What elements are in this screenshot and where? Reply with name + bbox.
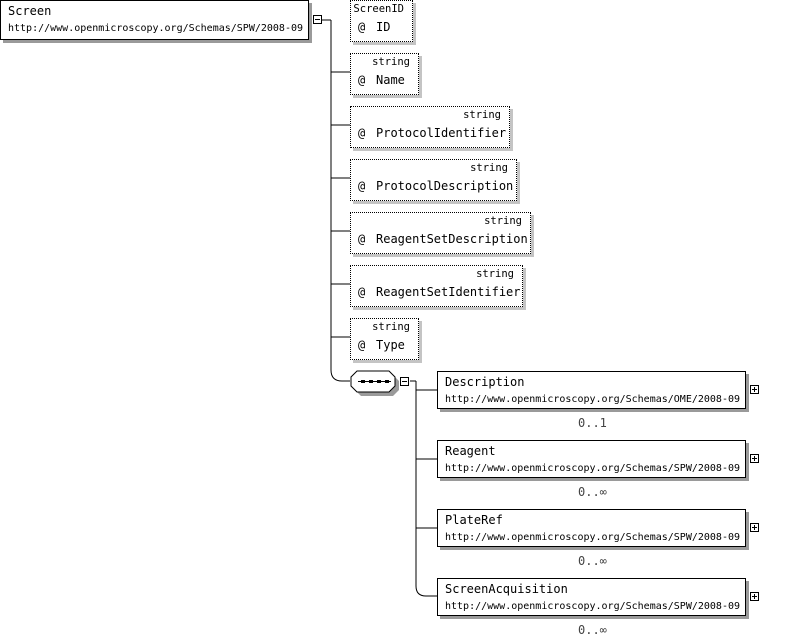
cardinality-label: 0..∞ — [578, 623, 607, 637]
element-name: Description — [445, 375, 525, 389]
child-element-description[interactable]: Description http://www.openmicroscopy.or… — [437, 371, 746, 409]
attribute-name: ProtocolDescription — [376, 179, 514, 193]
element-name: ScreenAcquisition — [445, 582, 568, 596]
expand-icon[interactable] — [750, 592, 759, 601]
child-element-plateref[interactable]: PlateRef http://www.openmicroscopy.org/S… — [437, 509, 746, 547]
expand-icon[interactable] — [750, 523, 759, 532]
element-namespace: http://www.openmicroscopy.org/Schemas/SP… — [445, 601, 741, 612]
cardinality-label: 0..∞ — [578, 554, 607, 568]
attribute-name: ProtocolIdentifier — [376, 126, 507, 140]
attribute-at-icon: @ — [358, 285, 366, 299]
cardinality-label: 0..1 — [578, 416, 607, 430]
attribute-type: string — [372, 56, 410, 68]
element-namespace: http://www.openmicroscopy.org/Schemas/SP… — [445, 463, 741, 474]
attribute-name-field[interactable]: string @ Name — [350, 53, 419, 95]
collapse-icon[interactable] — [313, 15, 322, 24]
attribute-name: ID — [376, 20, 391, 34]
attribute-reagent-set-identifier[interactable]: string @ ReagentSetIdentifier — [350, 265, 523, 307]
expand-icon[interactable] — [750, 454, 759, 463]
attribute-type: string — [484, 215, 522, 227]
attribute-protocol-identifier[interactable]: string @ ProtocolIdentifier — [350, 106, 510, 148]
sequence-icon — [358, 380, 391, 383]
cardinality-label: 0..∞ — [578, 485, 607, 499]
attribute-at-icon: @ — [358, 73, 366, 87]
expand-icon[interactable] — [750, 385, 759, 394]
element-namespace: http://www.openmicroscopy.org/Schemas/OM… — [445, 394, 741, 405]
attribute-type-field[interactable]: string @ Type — [350, 318, 419, 360]
attribute-at-icon: @ — [358, 179, 366, 193]
attribute-type: ScreenID — [353, 3, 404, 15]
child-element-reagent[interactable]: Reagent http://www.openmicroscopy.org/Sc… — [437, 440, 746, 478]
attribute-reagent-set-description[interactable]: string @ ReagentSetDescription — [350, 212, 531, 254]
child-element-screen-acquisition[interactable]: ScreenAcquisition http://www.openmicrosc… — [437, 578, 746, 616]
attribute-at-icon: @ — [358, 232, 366, 246]
element-namespace: http://www.openmicroscopy.org/Schemas/SP… — [8, 23, 304, 34]
attribute-id[interactable]: ScreenID @ ID — [350, 0, 413, 42]
attribute-type: string — [470, 162, 508, 174]
attribute-type: string — [463, 109, 501, 121]
attribute-name: ReagentSetDescription — [376, 232, 528, 246]
attribute-name: Type — [376, 338, 405, 352]
element-name: PlateRef — [445, 513, 503, 527]
attribute-type: string — [476, 268, 514, 280]
attribute-at-icon: @ — [358, 338, 366, 352]
attribute-at-icon: @ — [358, 126, 366, 140]
attribute-at-icon: @ — [358, 20, 366, 34]
root-element-screen[interactable]: Screen http://www.openmicroscopy.org/Sch… — [0, 0, 309, 40]
element-name: Reagent — [445, 444, 496, 458]
attribute-name: ReagentSetIdentifier — [376, 285, 521, 299]
collapse-icon[interactable] — [400, 377, 409, 386]
element-name: Screen — [8, 4, 52, 18]
attribute-type: string — [372, 321, 410, 333]
element-namespace: http://www.openmicroscopy.org/Schemas/SP… — [445, 532, 741, 543]
attribute-protocol-description[interactable]: string @ ProtocolDescription — [350, 159, 517, 201]
attribute-name: Name — [376, 73, 405, 87]
sequence-compositor — [350, 370, 399, 396]
